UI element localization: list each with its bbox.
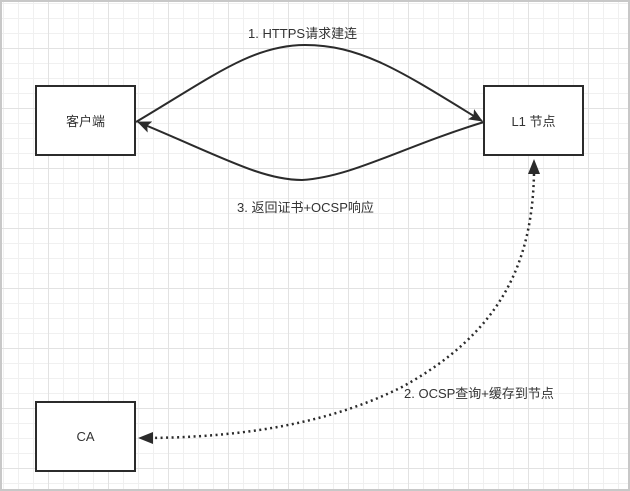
edge-label-cert-ocsp-response: 3. 返回证书+OCSP响应 <box>237 200 374 215</box>
node-ca-label: CA <box>76 429 95 444</box>
node-l1[interactable]: L1 节点 <box>483 85 584 156</box>
edge-https-request[interactable] <box>135 43 483 123</box>
node-client-label: 客户端 <box>65 114 105 129</box>
edge-cert-ocsp-response[interactable] <box>137 121 485 182</box>
node-l1-label: L1 节点 <box>511 114 556 129</box>
node-client[interactable]: 客户端 <box>35 85 136 156</box>
arrow-head-to-ca <box>138 432 153 444</box>
edge-ocsp-query[interactable] <box>149 173 536 440</box>
node-ca[interactable]: CA <box>35 401 136 472</box>
arrow-head-to-l1 <box>528 159 540 174</box>
edge-label-ocsp-query: 2. OCSP查询+缓存到节点 <box>404 386 554 401</box>
edge-label-https-request: 1. HTTPS请求建连 <box>248 26 358 41</box>
